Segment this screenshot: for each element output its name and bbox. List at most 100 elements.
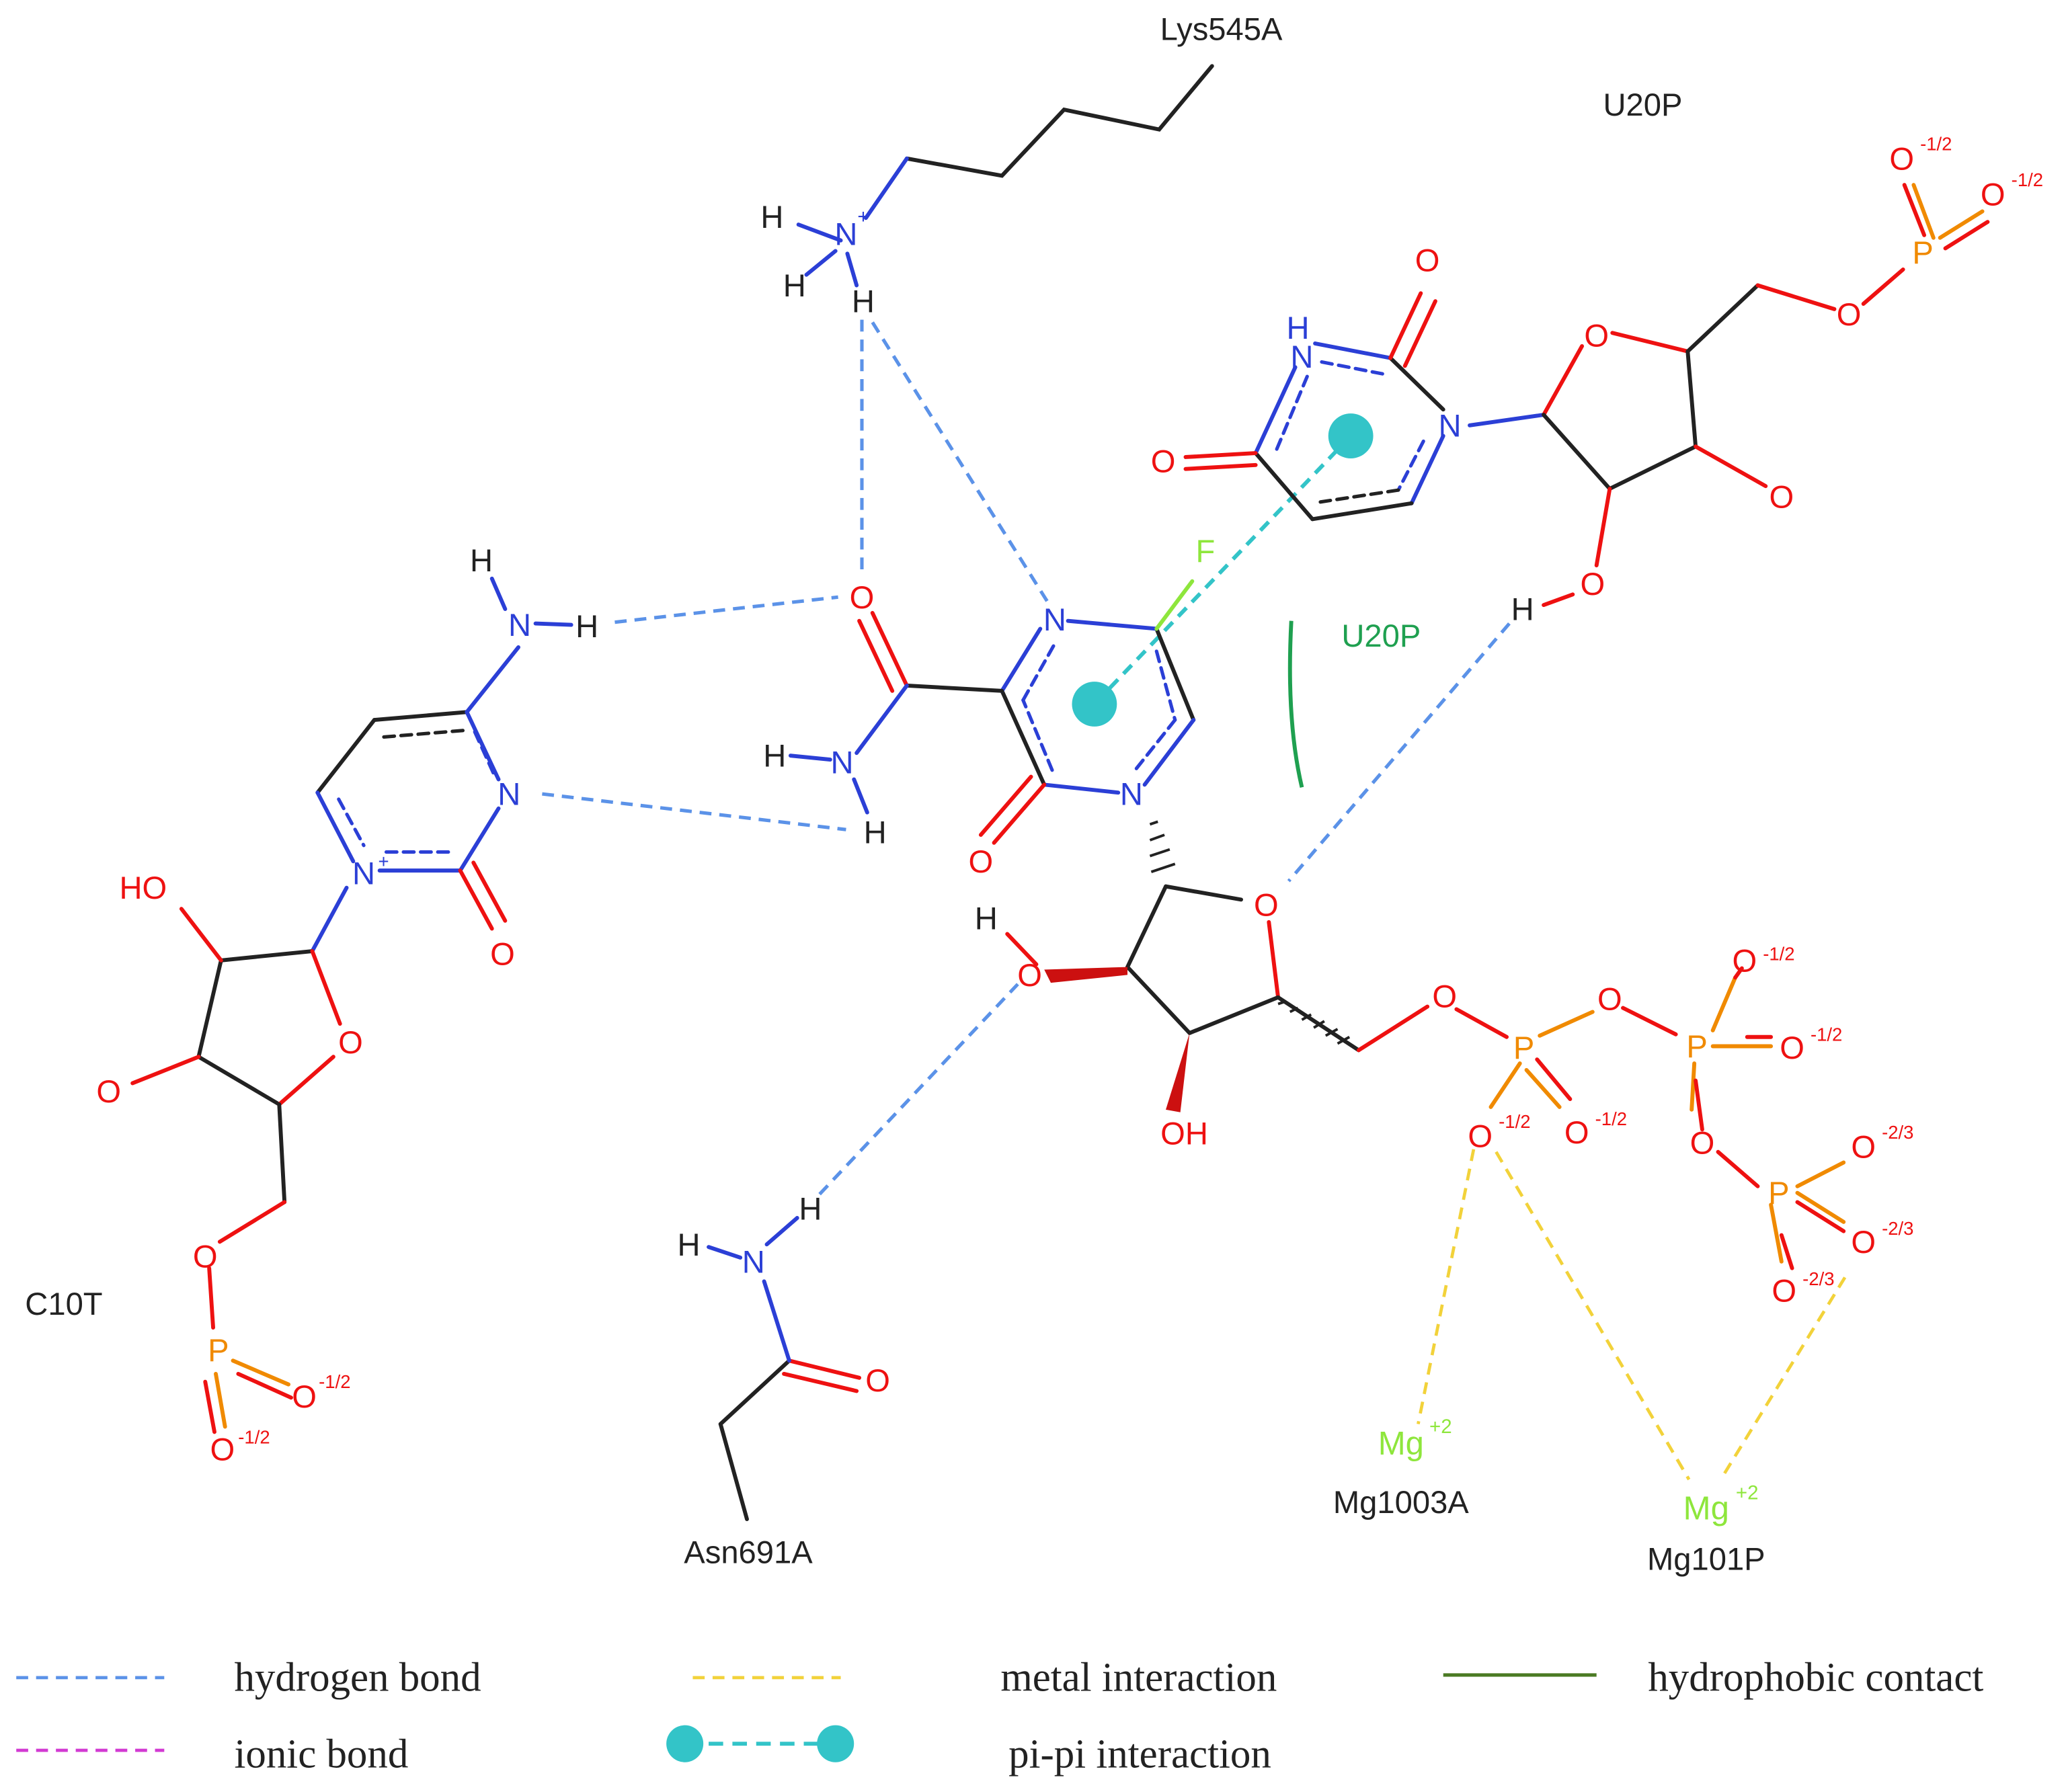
legend: hydrogen bond ionic bond metal interacti… [16,1656,1983,1777]
pi-pi-interaction [1072,413,1374,727]
label-u20p-hydrophobic: U20P [1341,618,1421,653]
legend-hydrophobic-label: hydrophobic contact [1648,1656,1983,1701]
hbond-c10t-nh-o [614,595,838,624]
lig-p1: P [1513,1030,1534,1065]
svg-text:H: H [575,608,598,644]
legend-pi-pi-label: pi-pi interaction [1008,1732,1271,1777]
svg-text:O: O [1780,1030,1804,1065]
svg-text:N: N [1439,407,1462,443]
lig-ribose-o: O [1254,887,1279,923]
legend-metal-label: metal interaction [1000,1656,1277,1701]
svg-text:-2/3: -2/3 [1882,1218,1913,1239]
pi-centroid-ligand [1072,682,1117,727]
svg-text:O: O [338,1024,363,1060]
svg-text:O: O [1851,1129,1876,1164]
legend-ionic-bond-label: ionic bond [234,1732,408,1777]
stereo-bonds [1044,820,1351,1112]
svg-text:O: O [1889,140,1914,176]
svg-text:+2: +2 [1736,1481,1759,1504]
lig-p2: P [1686,1028,1707,1064]
svg-text:O: O [1981,176,2005,212]
svg-text:-1/2: -1/2 [238,1427,270,1448]
label-mg1003a: Mg1003A [1333,1484,1469,1520]
svg-text:P: P [208,1332,229,1368]
u20p-p: P [1912,235,1933,270]
lig-amide-o: O [850,579,875,615]
svg-text:H: H [470,542,493,578]
svg-text:H: H [1287,310,1310,345]
lig-f: F [1196,533,1216,569]
svg-text:-1/2: -1/2 [1499,1111,1530,1132]
svg-text:-2/3: -2/3 [1882,1122,1913,1143]
label-asn691a: Asn691A [684,1535,813,1570]
svg-text:N: N [352,856,375,891]
hydrogen-bonds [542,319,1511,1196]
hbond-c10t-n-nh [542,792,846,831]
svg-text:-1/2: -1/2 [1920,134,1952,155]
lig-3oh: OH [1160,1116,1208,1151]
metal-mg101p-a [1495,1151,1691,1481]
svg-text:O: O [1837,296,1862,332]
svg-text:O: O [1151,443,1176,479]
lig-ring-o: O [969,844,994,879]
hbond-lys-n [871,321,1051,606]
svg-text:O: O [1769,479,1794,514]
lig-amide-n: N [830,744,853,780]
svg-text:O: O [1690,1125,1715,1160]
svg-text:H: H [864,815,887,850]
svg-text:O: O [292,1379,317,1414]
lig-n1: N [1120,776,1143,812]
svg-text:-1/2: -1/2 [2012,169,2043,190]
svg-text:O: O [490,936,515,971]
svg-text:H: H [763,738,786,774]
bonds [130,64,1990,1522]
svg-text:H: H [678,1227,701,1262]
atom-labels: N + H H H N N F O N H H O O H O OH O P O… [96,134,2043,1527]
svg-text:H: H [852,284,875,319]
svg-text:O: O [1432,978,1457,1014]
lig-n4: N [1043,602,1066,637]
svg-text:H: H [1511,591,1534,626]
svg-text:O: O [1732,942,1757,978]
svg-text:O: O [1564,1114,1589,1150]
svg-text:H: H [975,900,998,936]
svg-text:-1/2: -1/2 [1763,943,1794,964]
mg1003a-ion: Mg [1378,1426,1424,1462]
mg101p-ion: Mg [1683,1490,1729,1526]
svg-text:H: H [799,1191,822,1227]
svg-text:O: O [1772,1273,1796,1309]
residue-labels: Lys545A U20P U20P C10T Asn691A Mg1003A M… [25,11,1765,1577]
lig-p3: P [1768,1175,1789,1211]
svg-text:O: O [1851,1224,1876,1260]
svg-text:O: O [1415,243,1440,278]
metal-interactions [1417,1149,1847,1481]
hbond-u20p-oh-o [1287,622,1511,883]
svg-text:-1/2: -1/2 [319,1371,350,1392]
svg-text:+: + [379,851,389,872]
svg-text:O: O [96,1073,121,1109]
label-c10t: C10T [25,1286,102,1321]
lys-n-plus: + [857,206,869,228]
u20p-nh: N [1290,339,1313,374]
label-lys545a: Lys545A [1160,11,1283,47]
svg-text:O: O [1468,1118,1493,1154]
metal-mg1003a [1417,1149,1476,1425]
svg-text:N: N [508,607,531,643]
svg-text:HO: HO [120,870,167,905]
svg-text:-1/2: -1/2 [1595,1108,1627,1129]
lig-2oh-o: O [1017,957,1042,993]
svg-text:O: O [865,1362,890,1398]
svg-text:O: O [210,1431,235,1467]
svg-text:H: H [760,199,783,235]
label-u20p: U20P [1603,87,1682,122]
svg-text:O: O [1580,566,1605,602]
svg-text:+2: +2 [1429,1416,1452,1438]
svg-text:O: O [1597,981,1622,1016]
hydrophobic-contact-arc [1287,620,1304,788]
legend-pi-pi-swatch [666,1725,855,1762]
hbond-asn-oh [818,983,1019,1196]
svg-text:O: O [193,1238,218,1274]
svg-text:O: O [1584,318,1609,354]
